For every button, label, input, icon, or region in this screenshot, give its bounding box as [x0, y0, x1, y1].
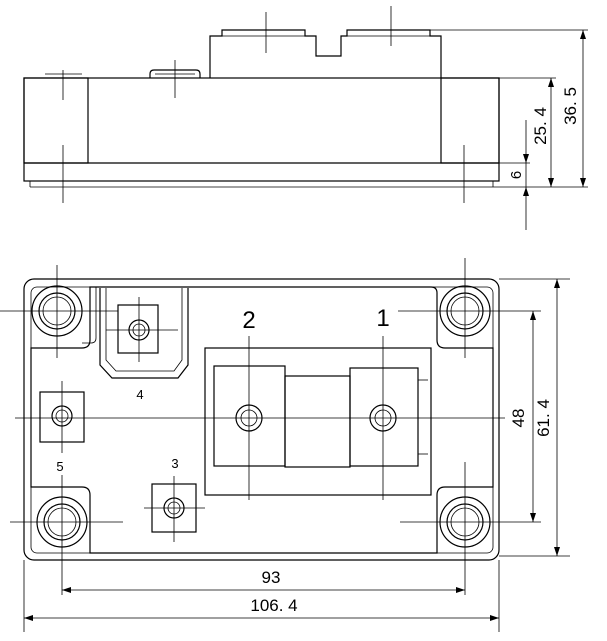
- dim-height-total: 36. 5: [561, 87, 580, 125]
- dim-hole-pitch-x: 93: [262, 568, 281, 587]
- terminal-label-4: 4: [136, 387, 143, 402]
- side-base-plate: [23, 77, 500, 182]
- aux-terminal-3: [144, 476, 205, 542]
- aux-terminal-4: [99, 288, 189, 379]
- dim-overall-width: 61. 4: [534, 399, 553, 437]
- dim-height-base: 6: [508, 171, 525, 179]
- side-right-block: [440, 77, 500, 164]
- terminal-label-2: 2: [242, 307, 255, 334]
- aux-terminal-5: [39, 381, 85, 453]
- terminal-label-1: 1: [376, 305, 389, 332]
- terminal-label-5: 5: [56, 459, 63, 474]
- side-left-block: [23, 77, 89, 164]
- side-view: 36. 5 25. 4 6: [23, 6, 588, 230]
- top-outline: [23, 278, 500, 561]
- top-housing-outline: [30, 286, 494, 554]
- dim-height-body: 25. 4: [531, 107, 550, 145]
- dim-hole-pitch-y: 48: [509, 409, 528, 428]
- dim-overall-length: 106. 4: [250, 596, 297, 615]
- side-terminal-housing: [209, 29, 442, 78]
- terminal-label-3: 3: [171, 456, 178, 471]
- top-view: 4 5 3 2: [0, 258, 570, 632]
- main-terminal-housing: [204, 347, 432, 496]
